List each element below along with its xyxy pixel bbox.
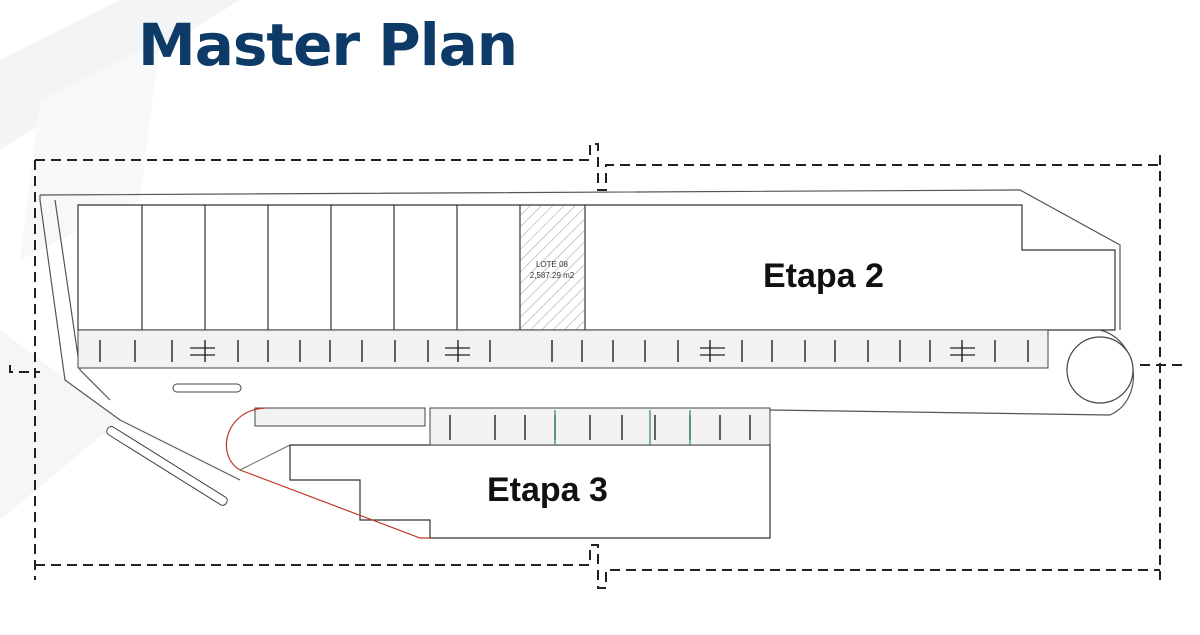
property-outline — [39, 189, 1134, 481]
etapa-3-accent-lines — [554, 410, 691, 445]
etapa-3-building — [289, 444, 771, 539]
stage-label-etapa-3: Etapa 3 — [487, 471, 608, 509]
etapa-3-west-edge — [239, 444, 291, 471]
etapa-2-dock-strip — [77, 329, 1049, 369]
red-property-line — [225, 407, 430, 539]
road-median — [106, 426, 228, 506]
etapa-3-dock-strip — [254, 407, 771, 446]
page-title: Master Plan — [138, 11, 518, 79]
roundabout — [1066, 336, 1134, 404]
stage-label-etapa-2: Etapa 2 — [763, 257, 884, 295]
etapa-2-dock-bars — [190, 347, 975, 356]
etapa-2-building — [77, 204, 1116, 331]
site-boundary — [9, 143, 1185, 589]
etapa-2-dock-markers — [99, 340, 1029, 362]
traffic-island — [172, 383, 242, 393]
